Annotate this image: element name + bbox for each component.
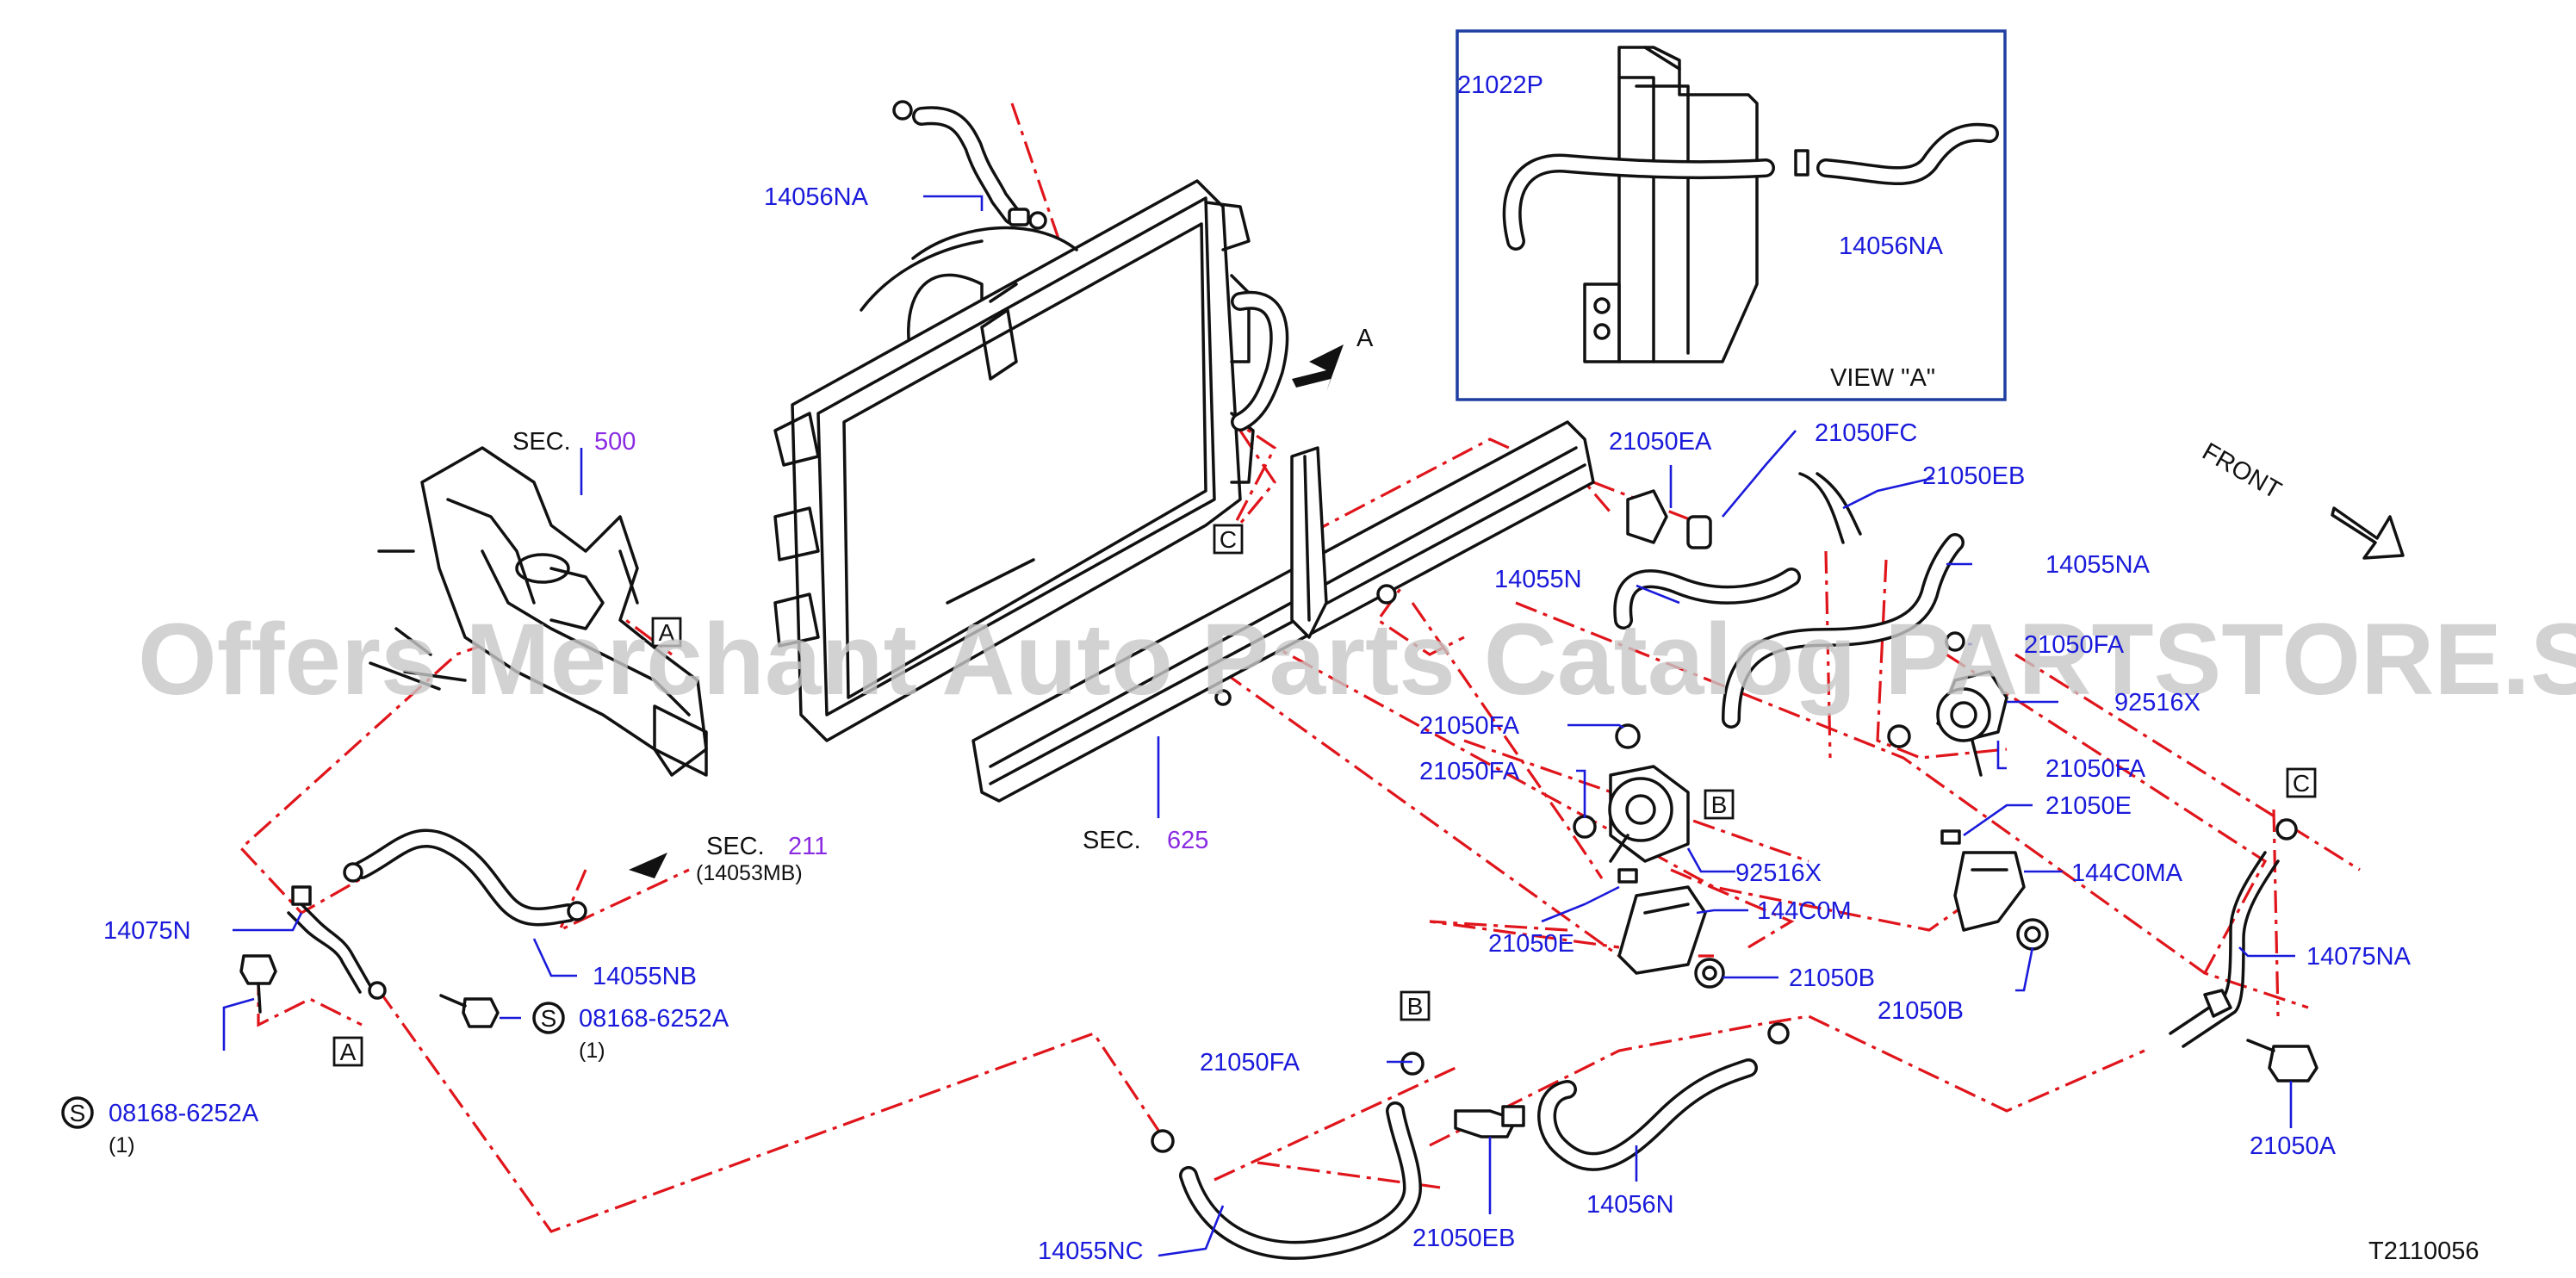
label-21050A: 21050A <box>2250 1132 2337 1160</box>
front-indicator: FRONT <box>2198 437 2405 560</box>
callout-a-bottom: A <box>332 1036 363 1067</box>
svg-text:C: C <box>2293 770 2310 797</box>
callout-b-bottom: B <box>1400 990 1431 1021</box>
label-21050EA: 21050EA <box>1609 428 1712 456</box>
hose-14056N <box>1537 1022 1790 1171</box>
hose-14056NA-top <box>892 100 1047 230</box>
view-a-arrow <box>1292 344 1344 392</box>
label-14056NA-top: 14056NA <box>764 183 869 211</box>
label-21050FA-right: 21050FA <box>2024 631 2125 659</box>
callout-b-center: B <box>1704 789 1735 820</box>
label-21050FA-bottom: 21050FA <box>1200 1049 1300 1076</box>
bracket-144C0M <box>1617 868 1725 989</box>
label-14075NA: 14075NA <box>2306 943 2412 971</box>
view-a-title: VIEW "A" <box>1830 364 1935 392</box>
label-21050EB-top: 21050EB <box>1922 462 2025 490</box>
bolt-08168-right <box>439 994 500 1028</box>
bolt-08168-left <box>239 954 277 1014</box>
label-21050FC: 21050FC <box>1815 419 1917 447</box>
pump-92516X-right <box>1887 670 2008 777</box>
sec-625-number: 625 <box>1167 827 1208 854</box>
front-label: FRONT <box>2198 437 2287 505</box>
radiator-side-hose <box>1231 290 1344 431</box>
hose-14075N <box>287 885 387 1000</box>
hose-14055NB <box>343 828 667 927</box>
label-21050FA-c1: 21050FA <box>1419 712 1520 740</box>
label-21050FA-c2: 21050FA <box>1419 758 1520 785</box>
screw-symbol-left: S <box>61 1096 94 1129</box>
svg-text:C: C <box>1220 526 1237 553</box>
callout-c-right: C <box>2286 767 2317 798</box>
sec-211-sub: (14053MB) <box>696 861 803 885</box>
label-08168-right: 08168-6252A <box>579 1005 729 1033</box>
label-14075N: 14075N <box>103 917 191 945</box>
svg-text:B: B <box>1407 993 1424 1020</box>
label-21050EB-bottom: 21050EB <box>1412 1225 1515 1252</box>
label-21022P: 21022P <box>1457 71 1543 99</box>
view-a-inset: VIEW "A" <box>1456 29 2007 401</box>
clip-21050EB-bottom <box>1454 1105 1525 1138</box>
sec-500-prefix: SEC. <box>512 428 571 456</box>
label-14056N: 14056N <box>1586 1191 1674 1219</box>
hose-14055NC <box>1151 1052 1425 1260</box>
hose-14055NA <box>1722 533 1965 729</box>
svg-text:B: B <box>1711 791 1728 818</box>
bracket-144C0MA <box>1940 829 2049 951</box>
label-14055NB: 14055NB <box>593 963 697 990</box>
part-labels: 14056NA 21050EA 21050FC 21050EB 14055N 1… <box>103 71 2412 1265</box>
cross-member <box>971 420 1595 803</box>
sec-211-prefix: SEC. <box>706 833 765 860</box>
watermark: Offers Merchant Auto Parts Catalog PARTS… <box>138 603 2576 717</box>
sec-500-number: 500 <box>594 428 636 456</box>
radiator <box>773 179 1255 742</box>
label-14056NA-view: 14056NA <box>1839 233 1944 260</box>
svg-text:A: A <box>340 1039 357 1065</box>
hose-14055N <box>1613 568 1801 630</box>
sec-211-number: 211 <box>788 833 828 860</box>
front-side-member-bracket <box>369 446 708 777</box>
label-21050B-center: 21050B <box>1789 965 1875 992</box>
label-14055NC: 14055NC <box>1038 1238 1144 1265</box>
label-14055N: 14055N <box>1494 566 1582 593</box>
leader-lines <box>222 195 2295 1257</box>
label-21050FA-right2: 21050FA <box>2045 755 2146 783</box>
label-92516X-center: 92516X <box>1735 859 1822 887</box>
label-144C0MA: 144C0MA <box>2071 859 2183 887</box>
sec-625-prefix: SEC. <box>1083 827 1141 854</box>
label-08168-left: 08168-6252A <box>109 1100 259 1127</box>
hose-14075NA <box>2169 818 2298 1048</box>
label-21050E-right: 21050E <box>2045 792 2132 820</box>
label-21050B-right: 21050B <box>1878 997 1964 1025</box>
sec-211-arrow <box>629 853 667 878</box>
label-144C0M: 144C0M <box>1757 897 1852 925</box>
section-refs: SEC. 500 SEC. 211 (14053MB) SEC. 625 <box>512 428 1208 885</box>
label-92516X-right: 92516X <box>2114 689 2200 717</box>
label-14055NA: 14055NA <box>2045 551 2151 579</box>
bolt-21050A <box>2246 1039 2318 1083</box>
svg-text:S: S <box>70 1100 86 1126</box>
screw-symbol-right: S <box>532 1002 565 1034</box>
label-08168-right-qty: (1) <box>579 1039 605 1063</box>
clamps-upper <box>1573 472 1965 839</box>
diagram-id: T2110056 <box>2368 1238 2479 1265</box>
pump-92516X-center <box>1608 765 1690 863</box>
label-08168-left-qty: (1) <box>109 1133 135 1157</box>
view-a-marker: A <box>1356 325 1374 352</box>
label-21050E-center: 21050E <box>1488 930 1574 958</box>
svg-text:A: A <box>659 619 675 646</box>
callout-a-top: A <box>651 617 682 648</box>
callout-c-top: C <box>1213 524 1244 555</box>
svg-text:S: S <box>541 1005 557 1032</box>
